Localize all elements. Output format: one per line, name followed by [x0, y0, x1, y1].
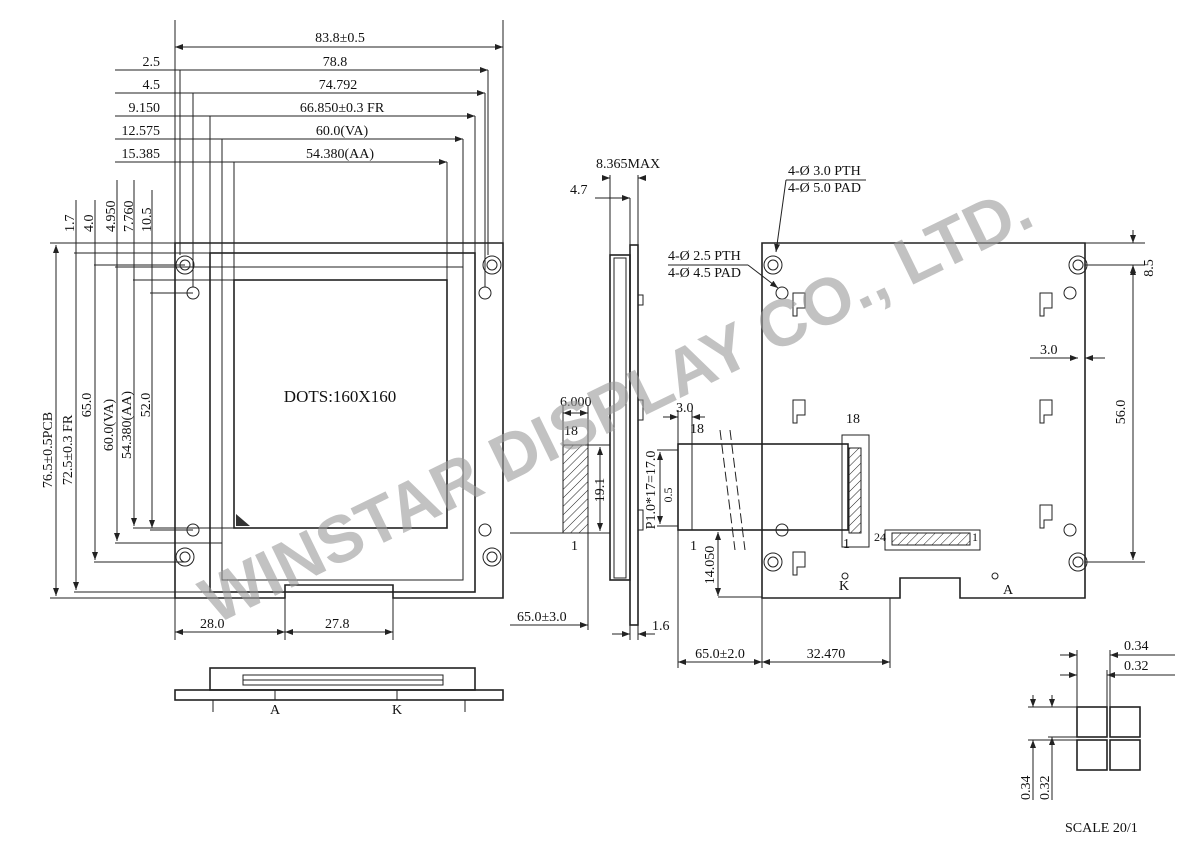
dim-fpc-thickness: 1.6 — [652, 619, 670, 634]
dim-offset: 12.575 — [122, 124, 161, 139]
fpc-pin-1-label: 1 — [690, 539, 697, 554]
bezel-frame — [209, 252, 476, 593]
dim-hole-pitch: 78.8 — [323, 55, 348, 70]
back-cathode-label: K — [839, 579, 849, 594]
fpc-connector-pins — [848, 447, 862, 534]
dim-fpc-width: 6.000 — [560, 395, 592, 410]
pin-1-label: 1 — [571, 539, 578, 554]
dim-va-height: 60.0(VA) — [102, 399, 117, 452]
front-view: DOTS:160X160 83.8±0.5 2.5 78.8 4.5 74.79… — [41, 20, 504, 640]
dot-pitch-v: 0.34 — [1019, 776, 1034, 801]
back-view: 4-Ø 3.0 PTH 4-Ø 5.0 PAD 4-Ø 2.5 PTH 4-Ø … — [644, 164, 1157, 668]
back-anode-label: A — [1003, 583, 1014, 598]
dim-back-fpc-length: 65.0±2.0 — [695, 647, 745, 662]
dim-aa-width: 54.380(AA) — [306, 147, 374, 162]
dim-offset: 1.7 — [63, 215, 78, 233]
backlight-pin-24-label: 24 — [874, 530, 886, 544]
dim-tab-left: 28.0 — [200, 617, 225, 632]
dim-offset: 4.5 — [143, 78, 161, 93]
dim-offset: 2.5 — [143, 55, 161, 70]
hole-large-pad-label: 4-Ø 5.0 PAD — [788, 181, 861, 196]
side-view: 8.365MAX 4.7 1.6 6.000 18 19.1 1 65.0±3.… — [510, 157, 670, 640]
dot-size-h: 0.32 — [1124, 659, 1149, 674]
dim-frame-height: 72.5±0.3 FR — [61, 414, 76, 485]
dim-va-width: 60.0(VA) — [316, 124, 369, 139]
dim-small-hole-pitch-v: 52.0 — [139, 393, 154, 418]
dim-aa-height: 54.380(AA) — [120, 391, 135, 459]
fpc-pin-18-label: 18 — [690, 422, 704, 437]
dim-frame-width: 66.850±0.3 FR — [300, 101, 385, 116]
horizontal-dimensions: 83.8±0.5 2.5 78.8 4.5 74.792 9.150 66.85… — [115, 20, 504, 287]
backlight-connector — [884, 529, 981, 551]
hole-large-pth-label: 4-Ø 3.0 PTH — [788, 164, 861, 179]
dim-hole-pitch-v: 65.0 — [80, 393, 95, 418]
mounting-holes — [175, 255, 502, 567]
dim-edge-offset: 3.0 — [1040, 343, 1058, 358]
anode-label: A — [270, 703, 281, 718]
dim-depth: 4.7 — [570, 183, 588, 198]
viewing-area — [221, 266, 464, 581]
dim-fpc-offset: 14.050 — [703, 546, 718, 585]
dim-connector-offset: 32.470 — [807, 647, 846, 662]
dot-pitch-h: 0.34 — [1124, 639, 1149, 654]
dim-back-hole-pitch: 56.0 — [1114, 400, 1129, 425]
dim-offset: 10.5 — [140, 208, 155, 233]
bottom-view: A K — [174, 667, 504, 718]
dim-top-offset: 8.5 — [1142, 259, 1157, 277]
hole-small-pad-label: 4-Ø 4.5 PAD — [668, 266, 741, 281]
connector-pin-18-label: 18 — [846, 412, 860, 427]
connector-pin-1-label: 1 — [843, 537, 850, 552]
dim-fpc-pitch: P1.0*17=17.0 — [644, 451, 659, 530]
dim-offset: 4.950 — [104, 201, 119, 233]
dim-fpc-pin-width: 0.5 — [661, 488, 675, 503]
dim-offset: 7.760 — [122, 201, 137, 233]
dot-size-v: 0.32 — [1038, 776, 1053, 801]
dim-fpc-tab: 3.0 — [676, 401, 694, 416]
dim-offset: 15.385 — [122, 147, 161, 162]
dim-max-thickness: 8.365MAX — [596, 157, 660, 172]
dim-overall-width: 83.8±0.5 — [315, 31, 365, 46]
backlight-pin-1-label: 1 — [972, 530, 978, 544]
dim-tab-gap: 27.8 — [325, 617, 350, 632]
fpc-cable — [677, 443, 849, 531]
dim-pcb-height: 76.5±0.5PCB — [41, 412, 56, 488]
backlight-connector-pins — [891, 532, 971, 546]
hole-small-pth-label: 4-Ø 2.5 PTH — [668, 249, 741, 264]
dim-small-hole-pitch: 74.792 — [319, 78, 358, 93]
dim-fpc-length: 65.0±3.0 — [517, 610, 567, 625]
vertical-dimensions: 1.7 4.0 4.950 7.760 10.5 76.5±0.5PCB 72.… — [41, 180, 234, 599]
fpc-connector — [841, 434, 870, 548]
pcb-back-outline — [761, 242, 1086, 599]
scale-label: SCALE 20/1 — [1065, 821, 1138, 836]
dim-offset: 9.150 — [129, 101, 161, 116]
dim-fpc-height: 19.1 — [593, 478, 608, 503]
fpc-contacts — [677, 443, 693, 531]
dim-offset: 4.0 — [82, 215, 97, 233]
cathode-label: K — [392, 703, 402, 718]
dot-detail: 0.34 0.32 0.34 0.32 SCALE 20/1 — [1019, 639, 1175, 836]
pixel-origin-mark — [236, 514, 250, 526]
active-area — [233, 279, 448, 529]
smd-pads — [792, 292, 1053, 576]
pin-18-label: 18 — [564, 424, 578, 439]
dots-label: DOTS:160X160 — [284, 387, 396, 406]
bottom-dimensions: 28.0 27.8 — [174, 585, 394, 640]
